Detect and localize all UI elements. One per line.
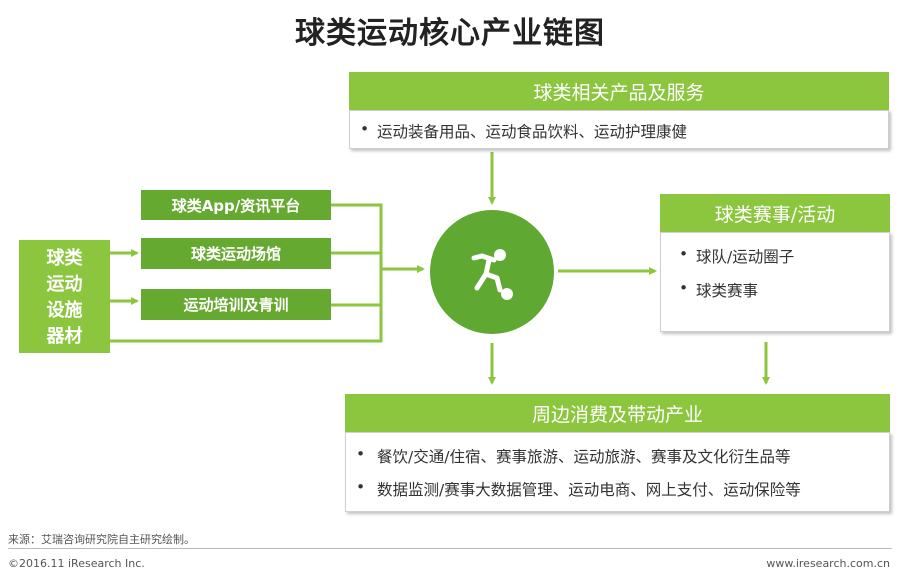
facility-line-3: 设施: [46, 300, 83, 321]
right-panel-item-1: 球队/运动圈子: [696, 248, 795, 266]
facility-line-1: 球类: [46, 248, 83, 269]
page-title: 球类运动核心产业链图: [295, 16, 605, 51]
bottom-panel-item-2: 数据监测/赛事大数据管理、运动电商、网上支付、运动保险等: [377, 481, 801, 499]
bracket-line: [110, 203, 383, 343]
bullet: •: [679, 245, 689, 263]
bullet: •: [356, 478, 366, 496]
right-panel-body: • 球队/运动圈子 • 球类赛事: [660, 232, 890, 332]
center-circle: [430, 210, 554, 334]
bullet: •: [356, 445, 366, 463]
source-note: 来源：艾瑞咨询研究院自主研究绘制。: [8, 533, 195, 546]
facility-equipment-box: 球类 运动 设施 器材: [19, 240, 110, 353]
bullet: •: [679, 279, 689, 297]
app-platform-box: 球类App/资讯平台: [141, 190, 331, 220]
facility-line-2: 运动: [46, 274, 83, 295]
website: www.iresearch.com.cn: [766, 557, 890, 570]
right-panel-item-2: 球类赛事: [696, 282, 759, 300]
bullet: •: [360, 120, 370, 138]
right-panel-header: 球类赛事/活动: [660, 194, 890, 232]
top-panel-body: • 运动装备用品、运动食品饮料、运动护理康健: [349, 110, 889, 149]
training-box: 运动培训及青训: [141, 289, 331, 320]
facility-line-4: 器材: [46, 326, 83, 347]
top-panel-item: 运动装备用品、运动食品饮料、运动护理康健: [377, 123, 688, 141]
top-panel-header: 球类相关产品及服务: [349, 72, 889, 110]
venue-box: 球类运动场馆: [141, 238, 331, 269]
bottom-panel-body: • 餐饮/交通/住宿、赛事旅游、运动旅游、赛事及文化衍生品等 • 数据监测/赛事…: [345, 432, 890, 512]
bottom-panel-header: 周边消费及带动产业: [345, 394, 890, 432]
soccer-player-icon: [471, 249, 513, 300]
copyright: ©2016.11 iResearch Inc.: [8, 557, 145, 570]
footer-divider: [8, 548, 892, 549]
bottom-panel-item-1: 餐饮/交通/住宿、赛事旅游、运动旅游、赛事及文化衍生品等: [377, 448, 791, 466]
